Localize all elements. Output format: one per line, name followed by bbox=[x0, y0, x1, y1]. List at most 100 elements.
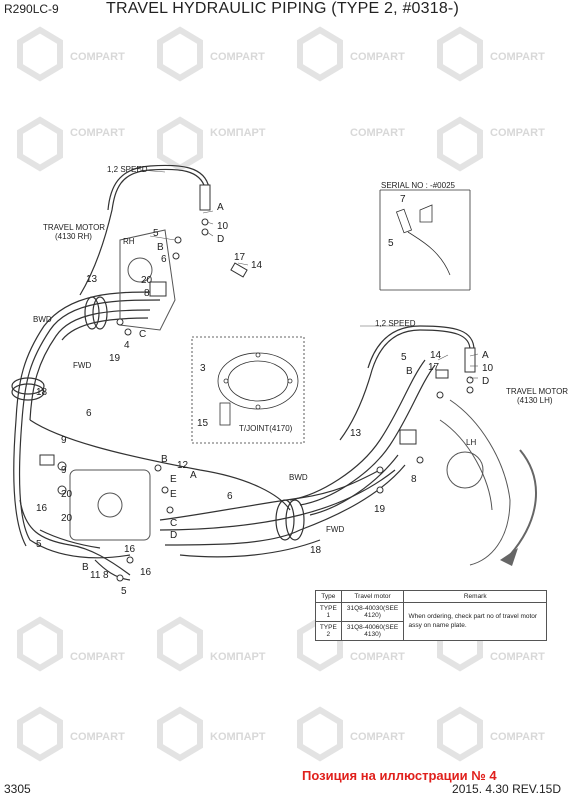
fittings bbox=[39, 184, 476, 582]
callout-label: 8 bbox=[411, 474, 417, 485]
callout-label: 9 bbox=[61, 465, 67, 476]
watermark-text: KOMПАРТ bbox=[210, 731, 266, 743]
speed-label-top: 1,2 SPEED bbox=[107, 165, 148, 174]
model-label: R290LC-9 bbox=[4, 2, 59, 16]
callout-label: 17 bbox=[234, 252, 246, 263]
callout-label: 13 bbox=[86, 274, 98, 285]
center-swivel-block bbox=[69, 469, 151, 541]
direction-arrow bbox=[509, 449, 537, 556]
motor-type-table: Type Travel motor Remark TYPE 1 31Q8-400… bbox=[315, 590, 547, 641]
callout-label: 8 bbox=[144, 288, 150, 299]
watermark-text: KOMПАРТ bbox=[210, 127, 266, 139]
table-cell: TYPE 2 bbox=[315, 621, 342, 641]
page-title: TRAVEL HYDRAULIC PIPING (TYPE 2, #0318-) bbox=[106, 0, 459, 17]
callout-label: 20 bbox=[61, 489, 73, 500]
travel-motor-lh-label: TRAVEL MOTOR bbox=[506, 387, 568, 396]
serial-inset bbox=[379, 189, 471, 291]
tjoint-label: T/JOINT(4170) bbox=[239, 424, 293, 433]
callout-label: 12 bbox=[177, 460, 189, 471]
travel-motor-rh-code: (4130 RH) bbox=[55, 232, 92, 241]
table-header: Type bbox=[315, 590, 342, 603]
callout-label: 19 bbox=[374, 504, 386, 515]
table-row: TYPE 1 31Q8-40030(SEE 4120) When orderin… bbox=[315, 602, 547, 641]
watermark-hex-icon bbox=[17, 26, 483, 762]
remark-cell: When ordering, check part no of travel m… bbox=[403, 602, 547, 641]
watermark-layer: COMPART COMPART COMPART COMPART COMPART … bbox=[17, 26, 545, 762]
watermark-text: COMPART bbox=[210, 51, 265, 63]
callout-label: B bbox=[406, 366, 413, 377]
callout-label: 10 bbox=[217, 221, 229, 232]
revision-date: 2015. 4.30 REV.15D bbox=[452, 782, 561, 796]
callout-label: 6 bbox=[86, 408, 92, 419]
page-number: 3305 bbox=[4, 782, 31, 796]
watermark-text: COMPART bbox=[350, 51, 405, 63]
callout-label: A bbox=[482, 350, 489, 361]
bwd-label-mid: BWD bbox=[289, 473, 308, 482]
callout-label: A bbox=[190, 470, 197, 481]
callout-label: 14 bbox=[430, 350, 442, 361]
callout-label: 20 bbox=[141, 275, 153, 286]
callout-label: B bbox=[161, 454, 168, 465]
callout-label: 10 bbox=[482, 363, 494, 374]
travel-motor-rh bbox=[119, 229, 176, 331]
arrow-head-icon bbox=[500, 548, 518, 566]
watermark-text: COMPART bbox=[350, 127, 405, 139]
callout-label: E bbox=[170, 489, 177, 500]
speed-label-right: 1,2 SPEED bbox=[375, 319, 416, 328]
callout-label: D bbox=[482, 376, 489, 387]
serial-label: SERIAL NO : -#0025 bbox=[381, 181, 456, 190]
watermark-text: COMPART bbox=[70, 127, 125, 139]
callout-label: 16 bbox=[36, 503, 48, 514]
illustration-position-note: Позиция на иллюстрации № 4 bbox=[302, 768, 497, 783]
fwd-label-left: FWD bbox=[73, 361, 91, 370]
callout-label: E bbox=[170, 474, 177, 485]
watermark-text: KOMПАРТ bbox=[210, 651, 266, 663]
callout-label: 5 bbox=[36, 539, 42, 550]
callout-label: 16 bbox=[124, 544, 136, 555]
table-cell: 31Q8-40030(SEE 4120) bbox=[340, 602, 405, 622]
leader-lines bbox=[139, 169, 479, 379]
callout-label: 5 bbox=[153, 228, 159, 239]
callout-label: C bbox=[139, 329, 146, 340]
callout-label: 13 bbox=[350, 428, 362, 439]
callout-label: 5 bbox=[121, 586, 127, 597]
bwd-label-left: BWD bbox=[33, 315, 52, 324]
callout-label: B bbox=[157, 242, 164, 253]
callout-label: 9 bbox=[61, 435, 67, 446]
watermark-text: COMPART bbox=[490, 51, 545, 63]
callout-label: 6 bbox=[227, 491, 233, 502]
watermark-text: COMPART bbox=[70, 651, 125, 663]
callout-label: 19 bbox=[109, 353, 121, 364]
callout-label: B bbox=[82, 562, 89, 573]
callout-label: 3 bbox=[200, 363, 206, 374]
table-header: Remark bbox=[403, 590, 547, 603]
callout-label: D bbox=[217, 234, 224, 245]
callout-label: 5 bbox=[401, 352, 407, 363]
table-cell: TYPE 1 bbox=[315, 602, 342, 622]
lh-label: LH bbox=[466, 438, 476, 447]
callout-label: 20 bbox=[61, 513, 73, 524]
callout-label: 18 bbox=[36, 387, 48, 398]
callout-label: 16 bbox=[140, 567, 152, 578]
callout-label: D bbox=[170, 530, 177, 541]
table-cell: 31Q8-40060(SEE 4130) bbox=[340, 621, 405, 641]
table-header-row: Type Travel motor Remark bbox=[315, 590, 547, 603]
watermark-text: COMPART bbox=[490, 651, 545, 663]
watermark-text: COMPART bbox=[70, 51, 125, 63]
travel-motor-lh-code: (4130 LH) bbox=[517, 396, 553, 405]
rh-label: RH bbox=[123, 237, 135, 246]
callout-label: 14 bbox=[251, 260, 263, 271]
clamp-rings bbox=[11, 296, 305, 541]
watermark-text: COMPART bbox=[490, 127, 545, 139]
hose-lines bbox=[13, 164, 475, 581]
table-header: Travel motor bbox=[340, 590, 405, 603]
fwd-label-mid: FWD bbox=[326, 525, 344, 534]
callout-label: C bbox=[170, 518, 177, 529]
callout-label: 4 bbox=[124, 340, 130, 351]
callout-label: 18 bbox=[310, 545, 322, 556]
watermark-text: COMPART bbox=[350, 651, 405, 663]
travel-motor-rh-label: TRAVEL MOTOR bbox=[43, 223, 105, 232]
callout-label: 7 bbox=[400, 194, 406, 205]
callout-label: A bbox=[217, 202, 224, 213]
